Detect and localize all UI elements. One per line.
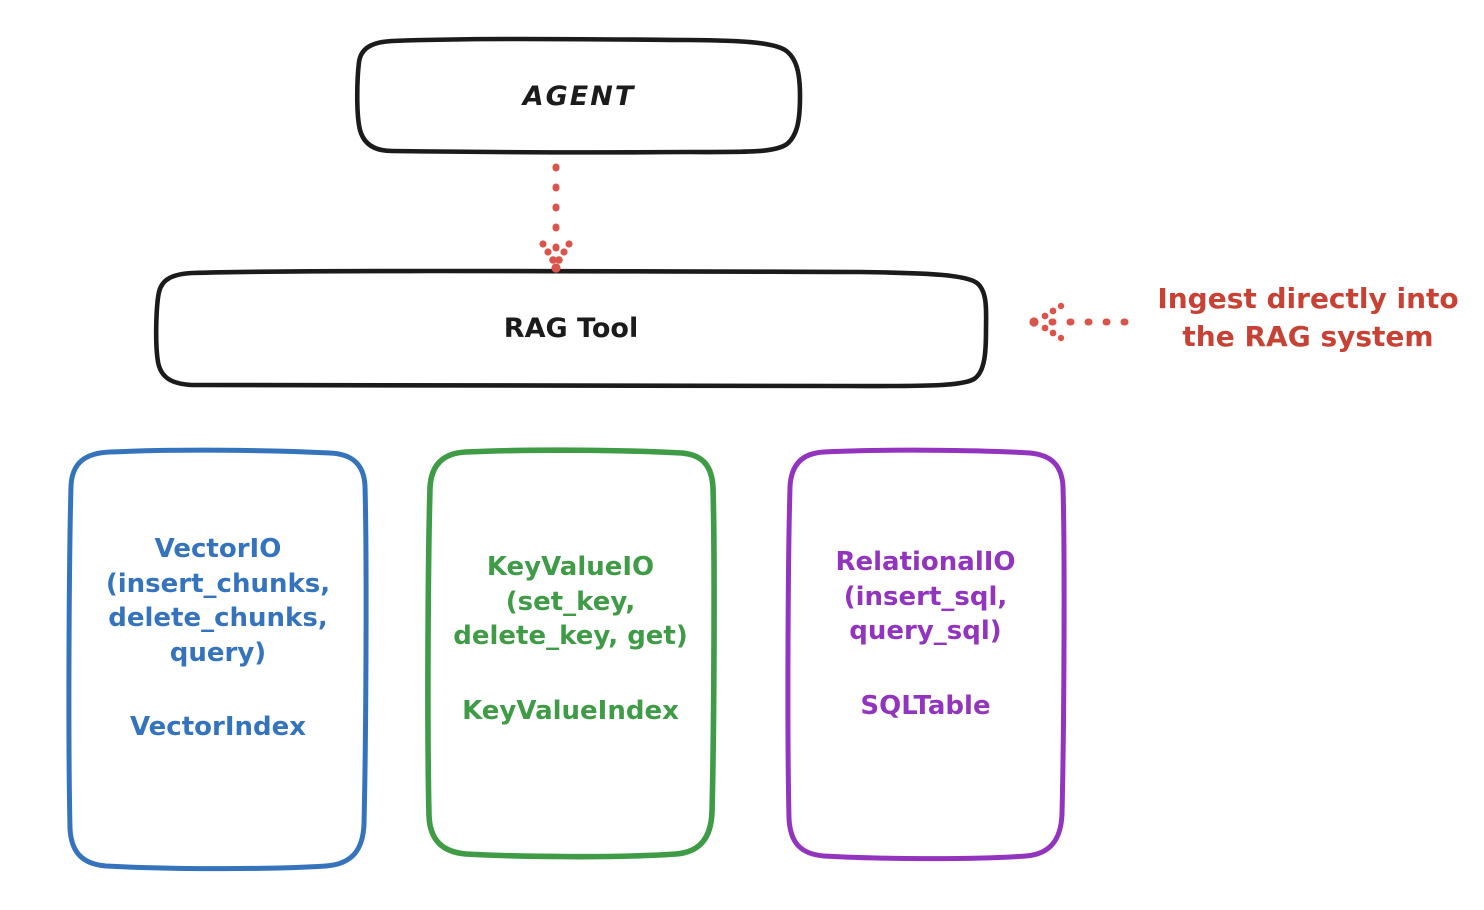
ingest-to-ragtool-arrow [1029, 302, 1130, 342]
agent-to-ragtool-arrow [539, 163, 573, 273]
agent-node-outline [354, 36, 803, 155]
vector-provider-outline [66, 447, 369, 872]
relational-provider-outline [785, 447, 1067, 862]
keyvalue-provider-outline [425, 447, 717, 860]
rag-tool-node-outline [153, 268, 989, 389]
